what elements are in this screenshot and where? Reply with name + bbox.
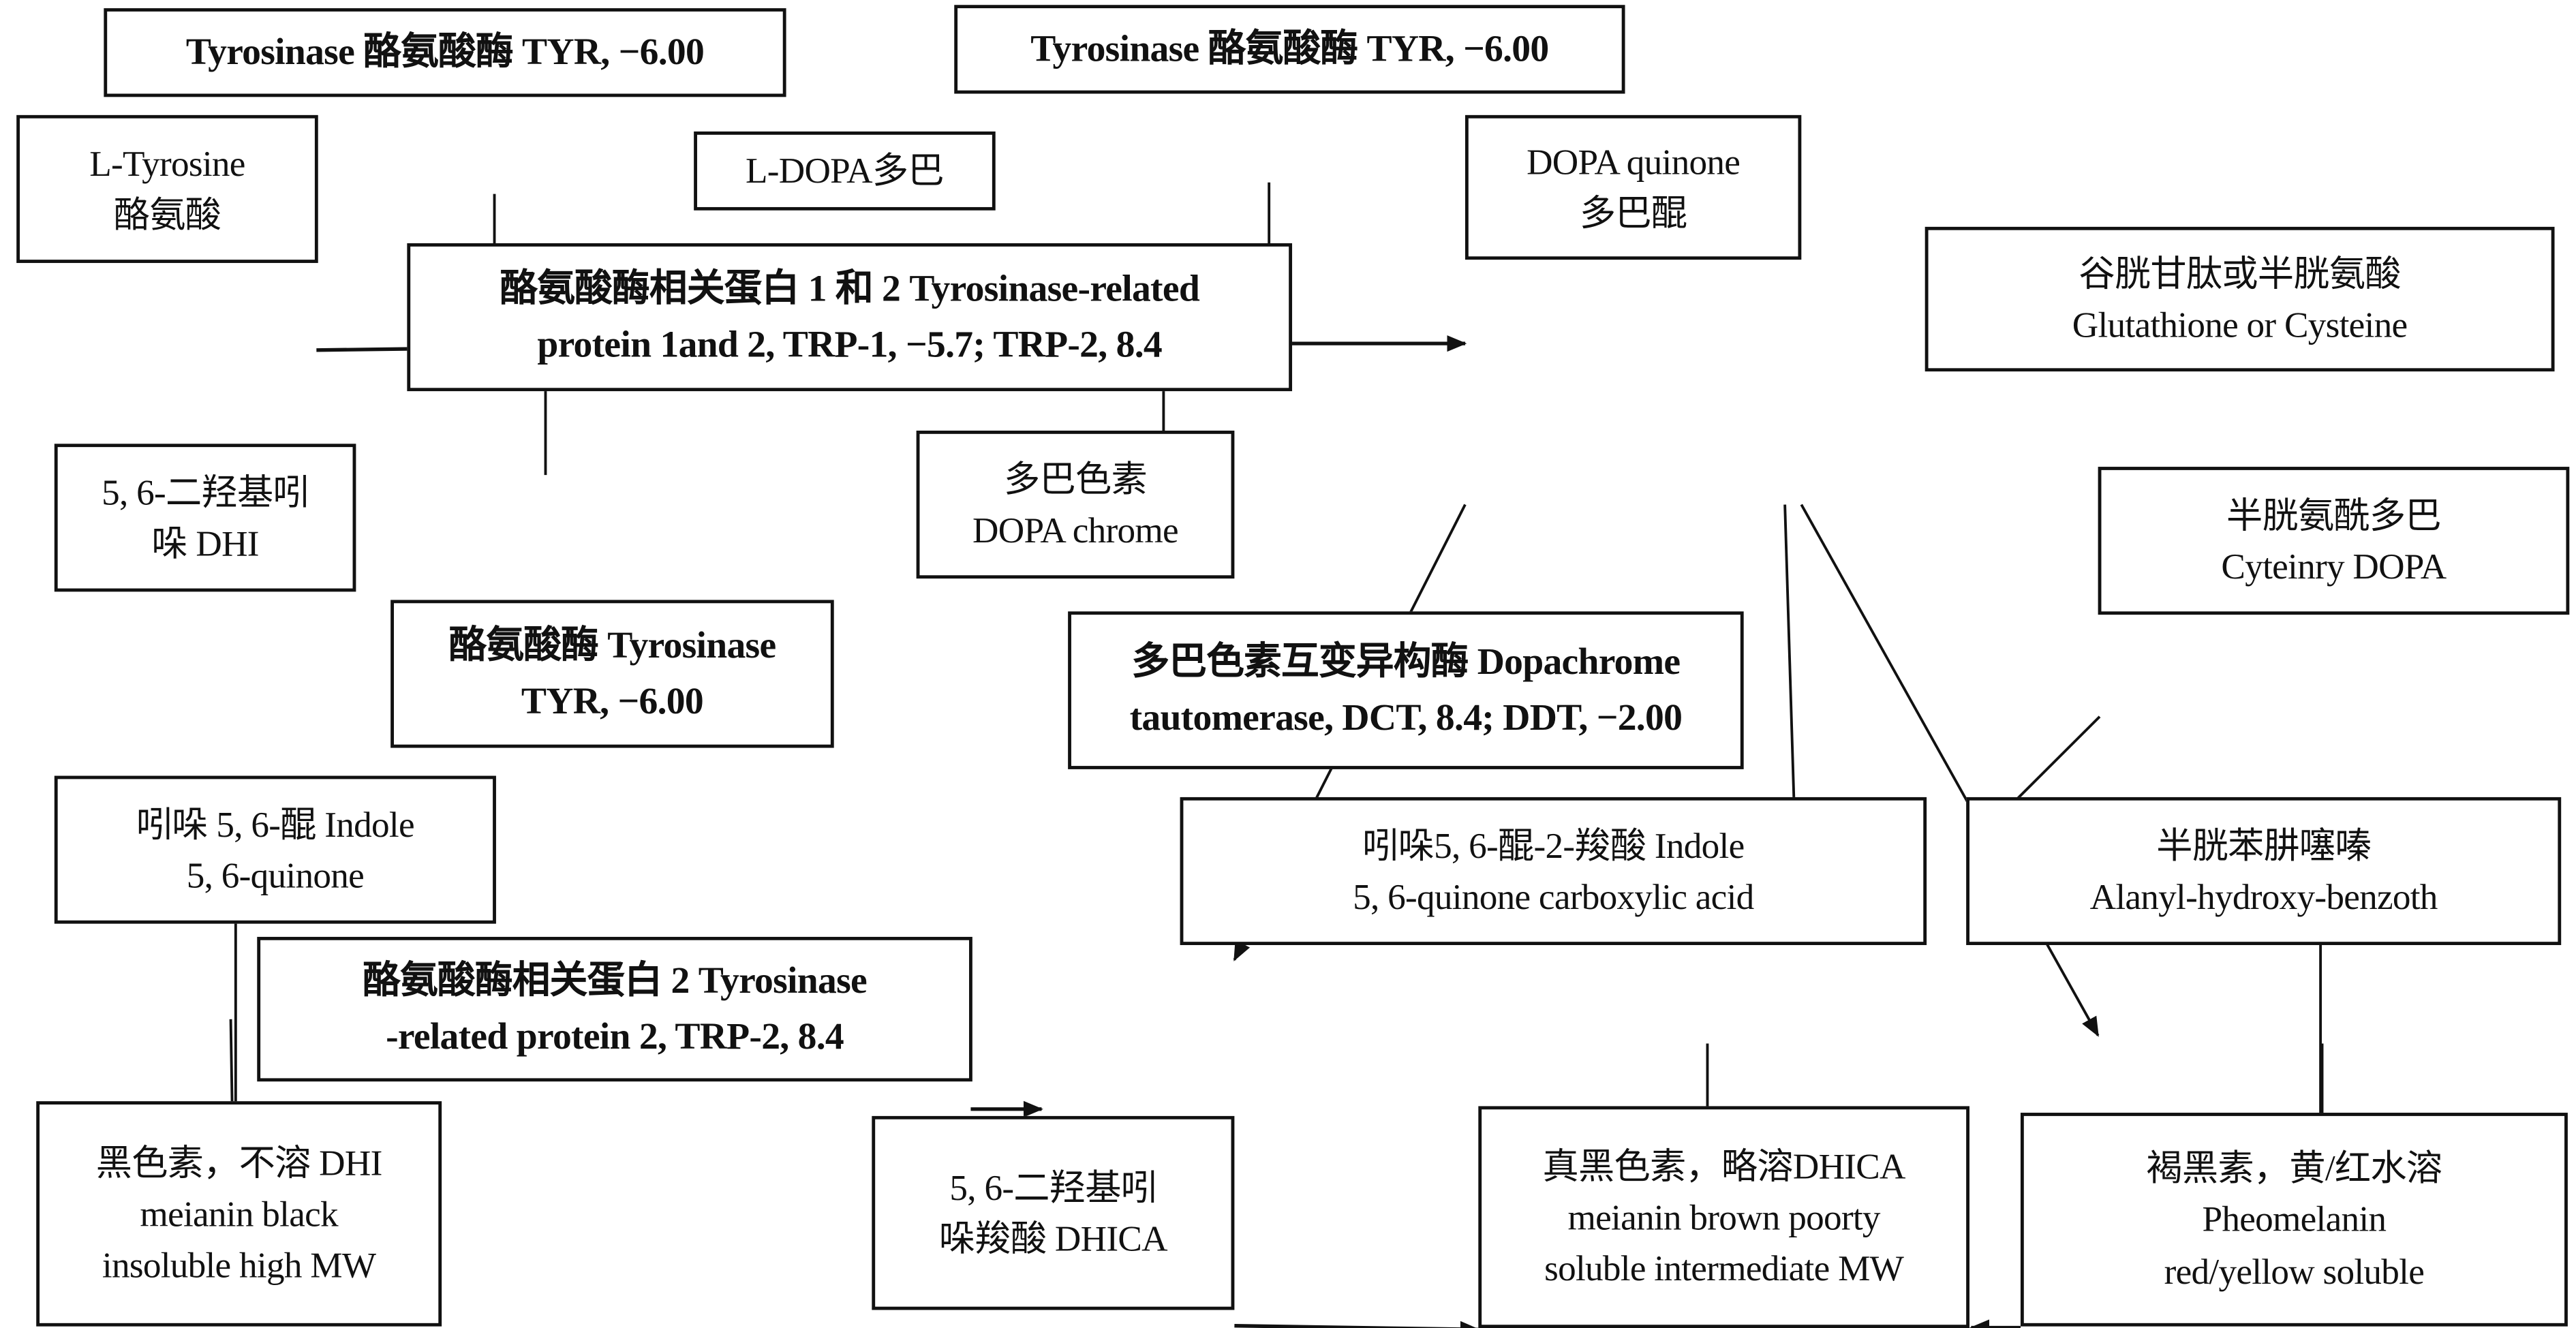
node-text: Alanyl-hydroxy-benzoth: [2089, 876, 2438, 918]
node-text: L-DOPA多巴: [746, 150, 945, 191]
glutathione-box: 谷胱甘肽或半胱氨酸 Glutathione or Cysteine: [1925, 226, 2555, 372]
node-text: tautomerase, DCT, 8.4; DDT, −2.00: [1129, 696, 1683, 739]
node-text: 5, 6-二羟基吲: [102, 471, 309, 513]
node-text: Tyrosinase 酪氨酸酶 TYR, −6.00: [185, 31, 705, 72]
node-text: 吲哚 5, 6-醌 Indole: [136, 803, 415, 845]
node-text: 半胱苯肼噻嗪: [2156, 824, 2372, 866]
node-text: Pheomelanin: [2202, 1199, 2387, 1240]
node-text: 黑色素，不溶 DHI: [95, 1141, 383, 1183]
node-text: 半胱氨酰多巴: [2226, 494, 2442, 536]
node-text: DOPA quinone: [1527, 140, 1741, 183]
tyrosinase-box-1: Tyrosinase 酪氨酸酶 TYR, −6.00: [104, 8, 786, 97]
node-text: 哚 DHI: [151, 523, 259, 564]
dopachrome-box: 多巴色素 DOPA chrome: [916, 430, 1235, 579]
node-text: -related protein 2, TRP-2, 8.4: [386, 1015, 844, 1057]
dopa-quinone-box: DOPA quinone 多巴醌: [1465, 114, 1802, 260]
node-text: 多巴色素互变异构酶 Dopachrome: [1131, 640, 1681, 681]
benzothiazine-box: 半胱苯肼噻嗪 Alanyl-hydroxy-benzoth: [1966, 797, 2562, 946]
node-text: 多巴色素: [1004, 458, 1148, 499]
trp-1-2-box: 酪氨酸酶相关蛋白 1 和 2 Tyrosinase-related protei…: [407, 243, 1293, 392]
indole-quinone-carboxylic-box: 吲哚5, 6-醌-2-羧酸 Indole 5, 6-quinone carbox…: [1180, 797, 1927, 946]
node-text: protein 1and 2, TRP-1, −5.7; TRP-2, 8.4: [537, 324, 1163, 365]
dopachrome-tautomerase-box: 多巴色素互变异构酶 Dopachrome tautomerase, DCT, 8…: [1068, 611, 1744, 769]
node-text: 哚羧酸 DHICA: [938, 1218, 1168, 1259]
trp-2-box: 酪氨酸酶相关蛋白 2 Tyrosinase -related protein 2…: [257, 936, 972, 1082]
cysteinyl-dopa-box: 半胱氨酰多巴 Cyteinry DOPA: [2098, 467, 2570, 615]
node-text: red/yellow soluble: [2164, 1250, 2425, 1292]
node-text: L-Tyrosine: [89, 142, 245, 184]
node-text: 谷胱甘肽或半胱氨酸: [2079, 252, 2401, 294]
pheomelanin-box: 褐黑素，黄/红水溶 Pheomelanin red/yellow soluble: [2020, 1113, 2568, 1327]
tyrosinase-box-2: Tyrosinase 酪氨酸酶 TYR, −6.00: [954, 5, 1625, 94]
edge-quinone-to-cysteinyl-dopa: [1800, 504, 2100, 1037]
dhi-box: 5, 6-二羟基吲 哚 DHI: [54, 444, 356, 592]
node-text: TYR, −6.00: [521, 680, 704, 722]
node-text: meianin black: [140, 1192, 338, 1235]
node-text: insoluble high MW: [102, 1244, 376, 1286]
node-text: 褐黑素，黄/红水溶: [2146, 1147, 2442, 1189]
node-text: 真黑色素，略溶DHICA: [1542, 1145, 1906, 1186]
node-text: DOPA chrome: [972, 509, 1179, 551]
node-text: 5, 6-二羟基吲: [949, 1167, 1157, 1208]
node-text: 5, 6-quinone: [186, 854, 365, 896]
tyrosinase-box-3: 酪氨酸酶 Tyrosinase TYR, −6.00: [390, 600, 834, 748]
node-text: meianin brown poorty: [1567, 1196, 1880, 1238]
node-text: 5, 6-quinone carboxylic acid: [1353, 876, 1754, 918]
dhi-melanin-box: 黑色素，不溶 DHI meianin black insoluble high …: [36, 1101, 442, 1327]
node-text: 酪氨酸酶相关蛋白 2 Tyrosinase: [363, 959, 868, 1000]
node-text: 酪氨酸酶相关蛋白 1 和 2 Tyrosinase-related: [500, 266, 1200, 309]
node-text: Tyrosinase 酪氨酸酶 TYR, −6.00: [1030, 27, 1549, 69]
node-text: Cyteinry DOPA: [2221, 545, 2447, 587]
node-text: 吲哚5, 6-醌-2-羧酸 Indole: [1362, 824, 1745, 866]
node-text: 酪氨酸: [113, 194, 221, 235]
node-text: 酪氨酸酶 Tyrosinase: [448, 623, 776, 665]
eumelanin-box: 真黑色素，略溶DHICA meianin brown poorty solubl…: [1478, 1106, 1969, 1328]
node-text: Glutathione or Cysteine: [2072, 304, 2408, 345]
l-tyrosine-box: L-Tyrosine 酪氨酸: [16, 114, 318, 263]
indole-quinone-box: 吲哚 5, 6-醌 Indole 5, 6-quinone: [54, 775, 496, 924]
edge-dhica-to-eumelanin: [1234, 1321, 1480, 1328]
node-text: soluble intermediate MW: [1544, 1248, 1904, 1289]
node-text: 多巴醌: [1579, 192, 1687, 234]
dhica-box: 5, 6-二羟基吲 哚羧酸 DHICA: [872, 1115, 1235, 1310]
l-dopa-box: L-DOPA多巴: [694, 131, 996, 211]
